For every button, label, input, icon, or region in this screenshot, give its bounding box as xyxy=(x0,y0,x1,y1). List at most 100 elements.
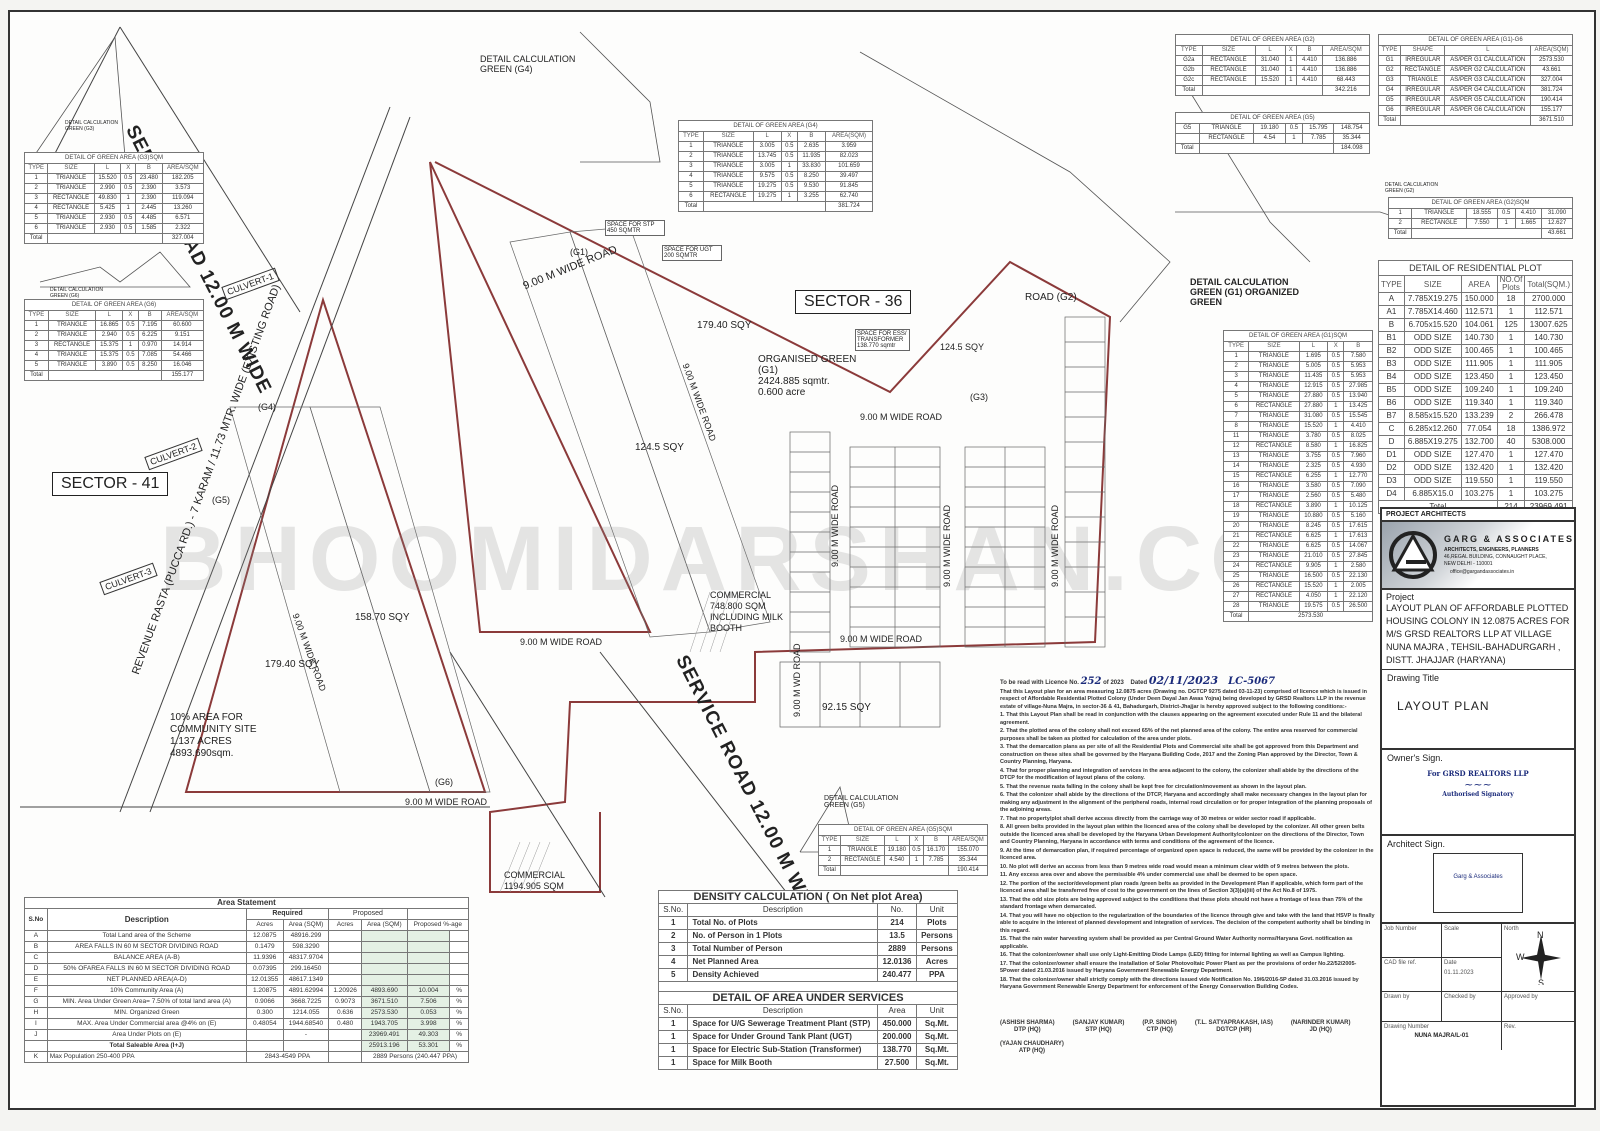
stp-space-label: SPACE FOR STP 450 SQMTR xyxy=(605,220,665,236)
approval-conditions: To be read with Licence No. 252 of 2023 … xyxy=(1000,674,1375,1055)
road-label-5: 9.00 M WIDE ROAD xyxy=(405,797,488,807)
condition-item: 9. At the time of demarcation plan, if r… xyxy=(1000,847,1374,862)
owner-stamp: For GRSD REALTORS LLP xyxy=(1427,769,1529,778)
g3-mark: (G3) xyxy=(970,392,988,402)
drawing-title: LAYOUT PLAN xyxy=(1397,699,1490,713)
sqy-179-label: 179.40 SQY xyxy=(697,320,752,331)
drawing-number: NUNA MAJRA/L-01 xyxy=(1414,1033,1469,1039)
condition-item: 18. That the colonizer/owner shall stric… xyxy=(1000,976,1359,991)
detail-g6-label: DETAIL CALCULATION GREEN (G6) xyxy=(50,287,103,299)
signatory: (YAJAN CHAUDHARY)ATP (HQ) xyxy=(1000,1040,1064,1055)
density-table: DENSITY CALCULATION ( On Net plot Area) … xyxy=(657,890,959,1070)
detail-g3-label: DETAIL CALCULATION GREEN (G3) xyxy=(65,120,118,132)
area-statement-table: Area Statement S.No Description Required… xyxy=(24,897,470,1063)
north-arrow: North N W S xyxy=(1502,924,1574,992)
condition-item: 6. That the colonizer shall abide by the… xyxy=(1000,792,1372,813)
sector-41-label: SECTOR - 41 xyxy=(52,472,169,496)
detail-g2-label: DETAIL CALCULATION GREEN (G2) xyxy=(1385,182,1438,194)
condition-item: 5. That the revenue rasta falling in the… xyxy=(1000,783,1307,790)
sqy-124b-label: 124.5 SQY xyxy=(940,342,985,352)
condition-item: 12. The portion of the sector/developmen… xyxy=(1000,880,1364,895)
sqy-179b-label: 179.40 SQY xyxy=(265,659,320,670)
condition-item: 17. That the colonizer/owner shall ensur… xyxy=(1000,960,1357,975)
ugt-space-label: SPACE FOR UGT 200 SQMTR xyxy=(662,245,722,261)
condition-item: 14. That you will have no objection to t… xyxy=(1000,912,1375,934)
road-label-7: 9.00 M WIDE ROAD xyxy=(830,484,840,567)
svg-text:W: W xyxy=(1516,952,1525,962)
g5-mark: (G5) xyxy=(212,495,230,505)
site-plan-linework xyxy=(20,26,1411,898)
commercial-bottom-label: COMMERCIAL 1194.905 SQM xyxy=(504,870,565,891)
drawing-sheet: BHOOMIDARSHAN.COM SECTOR - 36 SECTOR - 4… xyxy=(8,10,1596,1110)
condition-item: 7. That no property/plot shall derive ac… xyxy=(1000,815,1316,822)
sqy-124-label: 124.5 SQY xyxy=(635,442,684,453)
firm-panel: GARG & ASSOCIATES ARCHITECTS, ENGINEERS,… xyxy=(1382,522,1574,590)
condition-item: 8. All green belts provided in the layou… xyxy=(1000,824,1365,845)
road-label-2: 9.00 M WIDE ROAD xyxy=(860,412,943,422)
condition-item: 4. That for proper planning and integrat… xyxy=(1000,767,1359,782)
road-label-4: 9.00 M WIDE ROAD xyxy=(840,634,923,644)
condition-item: 16. That the colonizer/owner shall use o… xyxy=(1000,952,1345,958)
ess-space-label: SPACE FOR ESS/ TRANSFORMER 138.770 sqmtr xyxy=(855,329,910,351)
signatory: (ASHISH SHARMA)DTP (HQ) xyxy=(1000,1019,1055,1034)
condition-item: 11. Any excess area over and above the p… xyxy=(1000,872,1298,878)
g4-mark: (G4) xyxy=(258,402,276,412)
signatory: (P.P. SINGH)CTP (HQ) xyxy=(1142,1019,1177,1034)
signatory: (T.L. SATYAPRAKASH, IAS)DGTCP (HR) xyxy=(1194,1019,1273,1034)
condition-item: 10. No plot will derive an access from l… xyxy=(1000,863,1350,870)
g1-mark: (G1) xyxy=(570,247,588,257)
detail-g4-label: DETAIL CALCULATION GREEN (G4) xyxy=(480,54,576,74)
compass-icon: N W S xyxy=(1516,930,1561,985)
commercial-top-label: COMMERCIAL 748.800 SQM INCLUDING MILK BO… xyxy=(710,590,784,633)
community-site-label: 10% AREA FOR COMMUNITY SITE 1.137 ACRES … xyxy=(170,712,257,759)
road-g2-label: ROAD (G2) xyxy=(1025,292,1077,303)
road-label-3: 9.00 M WIDE ROAD xyxy=(520,637,603,647)
